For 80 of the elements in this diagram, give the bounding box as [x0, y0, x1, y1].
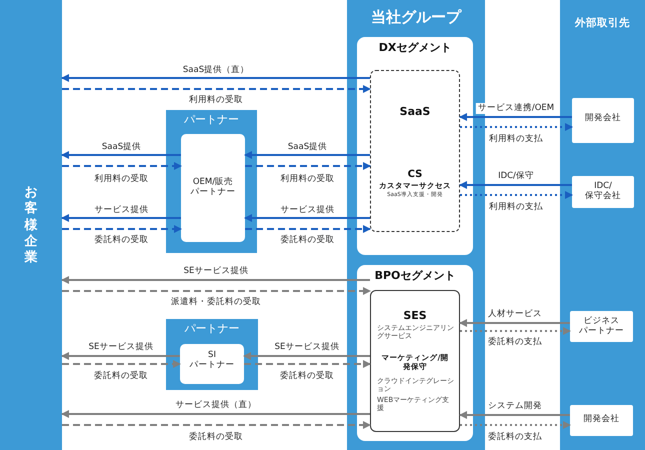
segment-heading: DXセグメント	[378, 41, 452, 54]
partner-box	[181, 134, 245, 242]
arrow	[460, 421, 571, 429]
edge-label: SaaS提供	[100, 142, 144, 153]
partner-panel	[166, 110, 257, 253]
edge-label: サービス提供	[92, 205, 150, 216]
company-name: 開発会社	[584, 113, 622, 124]
segment-box	[357, 265, 473, 441]
service-box	[370, 70, 460, 232]
arrow	[61, 276, 370, 284]
arrow	[62, 85, 371, 93]
edge-label: 派遣料・委託料の受取	[169, 297, 263, 308]
segment-box	[357, 37, 473, 255]
edge-label: 利用料の受取	[187, 95, 245, 106]
arrow	[61, 410, 370, 418]
company-name: 開発会社	[582, 414, 620, 424]
column-heading: お客様企業	[24, 185, 38, 266]
edge-label: 委託料の支払	[486, 432, 544, 443]
edge-label: サービス連携/OEM	[476, 103, 556, 114]
company-box	[572, 98, 634, 143]
edge-label: 委託料の受取	[278, 235, 336, 246]
column-band	[560, 0, 645, 450]
arrow	[459, 319, 570, 327]
edge-label: 利用料の受取	[92, 174, 150, 185]
column-heading: 当社グループ	[370, 8, 463, 26]
edge-label: 委託料の支払	[486, 337, 544, 348]
arrow	[61, 151, 181, 159]
arrow	[62, 421, 371, 429]
company-box	[570, 311, 633, 342]
arrow	[460, 191, 573, 199]
arrow	[61, 214, 181, 222]
partner-heading: パートナー	[184, 322, 240, 336]
service-heading: CS	[406, 169, 424, 181]
arrow	[460, 123, 573, 131]
edge-label: SEサービス提供	[86, 342, 156, 353]
edge-label: 委託料の受取	[92, 371, 150, 382]
company-name: IDC/保守会社	[584, 181, 622, 202]
edge-label: IDC/保守	[496, 171, 536, 182]
partner-name: SIパートナー	[188, 350, 236, 370]
edge-label: 利用料の受取	[278, 174, 336, 185]
company-name: ビジネスパートナー	[578, 316, 625, 336]
arrow	[61, 352, 180, 360]
partner-box	[180, 344, 244, 384]
arrow	[459, 113, 572, 121]
arrow	[245, 162, 371, 170]
arrow	[245, 225, 371, 233]
partner-heading: パートナー	[183, 113, 240, 126]
service-heading: SES	[402, 309, 428, 322]
arrow	[62, 225, 182, 233]
edge-label: 委託料の受取	[278, 371, 336, 382]
edge-label: SEサービス提供	[182, 266, 250, 277]
edge-label: 委託料の受取	[92, 235, 150, 246]
arrow	[62, 162, 182, 170]
company-box	[570, 405, 633, 436]
partner-panel	[166, 319, 258, 390]
arrow	[243, 352, 370, 360]
service-box	[370, 290, 460, 432]
edge-label: SaaS提供	[286, 142, 330, 153]
edge-label: 利用料の支払	[487, 134, 545, 145]
column-band	[347, 0, 485, 450]
column-band	[0, 0, 62, 450]
arrow	[459, 181, 572, 189]
edge-label: システム開発	[486, 401, 544, 412]
column-heading: 外部取引先	[574, 17, 631, 30]
edge-label: 利用料の支払	[487, 202, 545, 213]
arrow	[244, 214, 370, 222]
partner-name: OEM/販売パートナー	[190, 177, 236, 198]
segment-heading: BPOセグメント	[374, 269, 456, 282]
arrow	[62, 360, 181, 368]
arrow	[459, 411, 570, 419]
arrow	[244, 360, 371, 368]
edge-label: SEサービス提供	[272, 342, 342, 353]
edge-label: サービス提供	[278, 205, 336, 216]
arrow	[62, 287, 371, 295]
service-heading: SaaS	[398, 105, 432, 118]
company-box	[572, 176, 634, 208]
arrow	[244, 151, 370, 159]
arrow	[61, 74, 370, 82]
edge-label: 委託料の受取	[187, 432, 245, 443]
arrow	[460, 327, 571, 335]
